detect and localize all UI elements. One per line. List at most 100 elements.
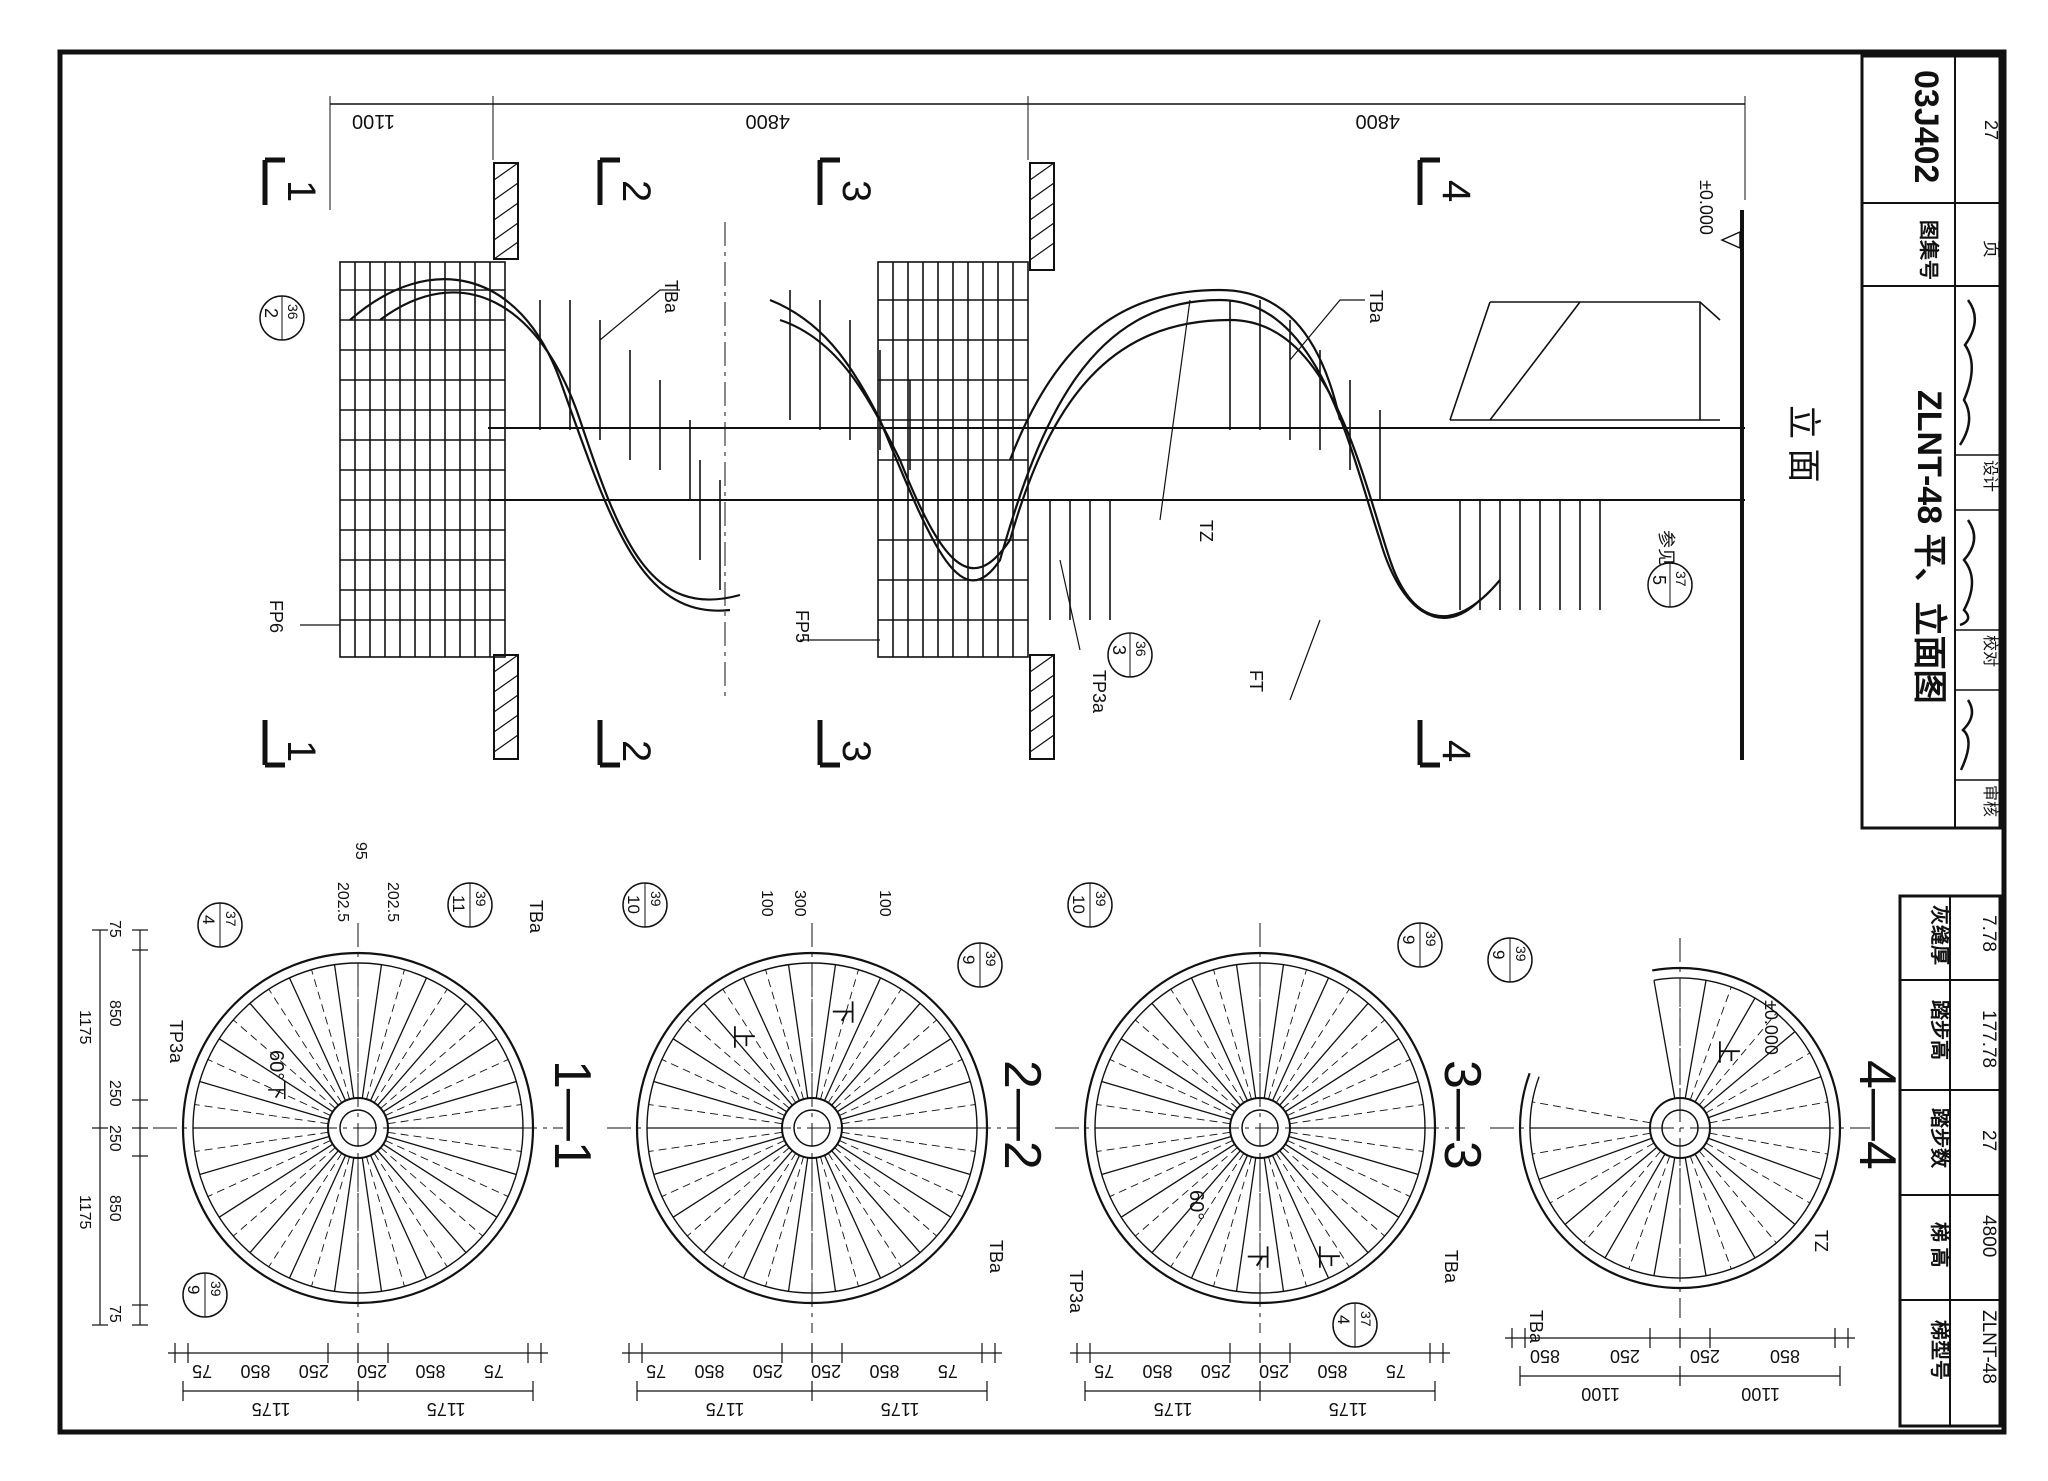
svg-text:10: 10 bbox=[624, 895, 643, 914]
plan-tread-dashed bbox=[1289, 1131, 1424, 1152]
plan2-dim-bottom: 75 bbox=[938, 1361, 958, 1381]
plan1-dim-bottom: 75 bbox=[484, 1361, 504, 1381]
plan-outer-rim bbox=[1518, 966, 1842, 1290]
plan-tread-dashed bbox=[207, 1059, 331, 1116]
plan-tread-edge bbox=[1707, 1137, 1822, 1180]
plan-tread-dashed bbox=[827, 988, 902, 1104]
plan-tread-edge bbox=[787, 1157, 809, 1292]
plan4-dim-overall: 1100 bbox=[1581, 1384, 1620, 1404]
plan-tread-dashed bbox=[268, 1152, 343, 1268]
plan3-label-tba: TBa bbox=[1441, 1250, 1461, 1284]
plan1-dim-overall: 1175 bbox=[427, 1399, 466, 1419]
plan1-dim-bottom: 250 bbox=[299, 1361, 329, 1381]
plan-tread-dashed bbox=[233, 1019, 336, 1109]
plan-tread-edge bbox=[1120, 1038, 1236, 1113]
svg-text:36: 36 bbox=[1133, 641, 1149, 657]
central-column bbox=[488, 222, 1745, 700]
plan-views bbox=[92, 923, 1870, 1401]
plan1-label-tba: TBa bbox=[526, 900, 546, 934]
plan2-dim-top-2: 100 bbox=[876, 890, 893, 917]
plan1-dim-left-4: 850 bbox=[106, 1195, 123, 1222]
page-label: 页 bbox=[1981, 240, 2001, 258]
plan-tread-dashed bbox=[385, 1140, 509, 1197]
plan-tread-dashed bbox=[1709, 1101, 1828, 1124]
plan-tread-edge bbox=[1684, 1157, 1707, 1276]
plan-tread-edge bbox=[377, 1150, 467, 1254]
label-tp3a-elev: TP3a bbox=[1089, 670, 1109, 714]
table-cell-riser: 177.78 bbox=[1978, 1010, 1999, 1068]
table-header-model: 梯型号 bbox=[1928, 1320, 1952, 1380]
svg-text:9: 9 bbox=[184, 1285, 203, 1294]
plan-tread-edge bbox=[218, 1143, 334, 1218]
plan-tread-dashed bbox=[834, 1147, 937, 1237]
plan-tread-dashed bbox=[1705, 1052, 1811, 1114]
stair-treads bbox=[539, 290, 1601, 620]
plan2-dim-top-0: 100 bbox=[758, 890, 775, 917]
callout-5-37: 5 37 bbox=[1647, 562, 1693, 608]
plan-tread-edge bbox=[1235, 1157, 1257, 1292]
plan-2 bbox=[607, 923, 1017, 1401]
table-header-steps: 踏步数 bbox=[1928, 1108, 1952, 1169]
label-see: 参见 bbox=[1656, 530, 1676, 566]
plan-tread-dashed bbox=[765, 1156, 804, 1287]
plan1-dim-bottom: 250 bbox=[357, 1361, 387, 1381]
plan3-dim-overall: 1175 bbox=[1154, 1399, 1193, 1419]
plan1-dim-left-overall-0: 1175 bbox=[76, 1010, 93, 1045]
plan-tread-dashed bbox=[387, 1131, 522, 1152]
plan-tread-edge bbox=[361, 964, 383, 1099]
plan-tread-edge bbox=[1653, 980, 1676, 1099]
plan-tread-edge bbox=[369, 1155, 428, 1279]
table-header-height: 梯 高 bbox=[1928, 1222, 1952, 1268]
plan3-dim-bottom: 850 bbox=[1317, 1361, 1347, 1381]
review-label: 审核 bbox=[1981, 785, 1999, 817]
svg-text:39: 39 bbox=[1093, 891, 1109, 907]
plan-tread-dashed bbox=[661, 1059, 785, 1116]
plan-tread-dashed bbox=[1289, 1104, 1424, 1125]
plan-tread-dashed bbox=[1698, 1012, 1777, 1106]
table-cell-steps: 27 bbox=[1978, 1130, 1999, 1151]
plan1-dim-top-0: 202.5 bbox=[334, 882, 351, 922]
plan4-label-tba: TBa bbox=[1526, 1310, 1546, 1344]
label-tba-elev-1: TBa bbox=[661, 280, 681, 314]
plan-tread-dashed bbox=[1109, 1140, 1233, 1197]
plan-tread-edge bbox=[1538, 1137, 1653, 1180]
svg-text:39: 39 bbox=[648, 891, 664, 907]
plan-tread-dashed bbox=[1628, 1156, 1671, 1270]
plan3-dim-bottom: 250 bbox=[1259, 1361, 1289, 1381]
section-mark-3-bottom: 3 bbox=[834, 740, 878, 762]
design-signature bbox=[1958, 299, 1976, 446]
plan3-dim-bottom: 75 bbox=[1386, 1361, 1406, 1381]
plan-tread-dashed bbox=[380, 1147, 483, 1237]
plan2-dim-overall: 1175 bbox=[706, 1399, 745, 1419]
plan1-dim-bottom: 850 bbox=[415, 1361, 445, 1381]
table-cell-height: 4800 bbox=[1978, 1215, 1999, 1257]
sheet-border bbox=[57, 49, 2007, 1435]
plan-tread-edge bbox=[1604, 1153, 1666, 1259]
svg-text:9: 9 bbox=[1399, 935, 1418, 944]
plan-4 bbox=[1490, 938, 1870, 1386]
svg-text:2: 2 bbox=[261, 308, 281, 318]
plan-tread-edge bbox=[1101, 1080, 1232, 1121]
plan1-dim-bottom: 850 bbox=[240, 1361, 270, 1381]
section-marks bbox=[262, 157, 1440, 768]
plan1-left-dims bbox=[92, 929, 148, 1326]
plan-tread-edge bbox=[823, 977, 882, 1101]
plan-tread-dashed bbox=[1532, 1132, 1651, 1155]
plan-tread-dashed bbox=[765, 969, 804, 1100]
svg-text:39: 39 bbox=[1513, 946, 1529, 962]
plan-tread-dashed bbox=[373, 1152, 448, 1268]
atlas-number: 03J402 bbox=[1907, 70, 1945, 183]
plan-tread-dashed bbox=[1549, 1142, 1655, 1204]
plan-title-1: 1—1 bbox=[543, 1060, 601, 1170]
plan2-dim-bottom: 850 bbox=[869, 1361, 899, 1381]
elevation-leaders bbox=[300, 289, 1365, 701]
plan-tread-edge bbox=[1271, 977, 1330, 1101]
table-cell-joint: 7.78 bbox=[1978, 915, 1999, 952]
plan-dimension-texts: 7585025025085075117511757585025025085075… bbox=[192, 1346, 1800, 1419]
plan-tread-edge bbox=[1564, 1146, 1658, 1225]
plan-tread-dashed bbox=[1532, 1101, 1651, 1124]
label-tba-elev-2: TBa bbox=[1366, 290, 1386, 324]
